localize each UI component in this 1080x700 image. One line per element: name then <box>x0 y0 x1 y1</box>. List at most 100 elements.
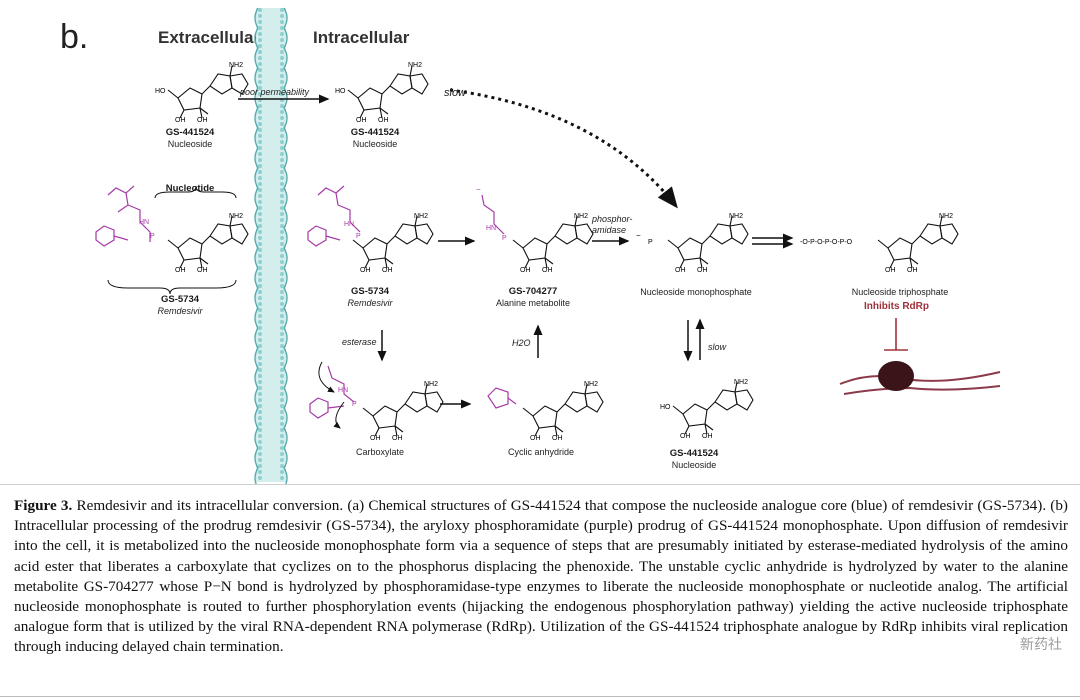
lipid-head <box>280 350 284 354</box>
lipid-head <box>280 476 284 480</box>
lipid-head <box>280 236 284 240</box>
lipid-head <box>280 206 284 210</box>
lipid-head <box>280 170 284 174</box>
lipid-head <box>280 302 284 306</box>
nh2-label: NH2 <box>229 62 243 69</box>
nh2-label: NH2 <box>939 213 953 220</box>
water-label: H2O <box>512 338 531 348</box>
lipid-head <box>280 26 284 30</box>
oh-label: OH <box>697 267 708 274</box>
lipid-head <box>258 242 262 246</box>
oh-label: OH <box>520 267 531 274</box>
lipid-head <box>280 296 284 300</box>
lipid-head <box>258 302 262 306</box>
lipid-head <box>258 362 262 366</box>
lipid-head <box>258 374 262 378</box>
lipid-head <box>280 164 284 168</box>
mol-name: GS-441524 <box>350 127 400 138</box>
mol-gs704277-structure: − HN P OH OH NH2 <box>476 185 594 274</box>
lipid-head <box>280 458 284 462</box>
lipid-head <box>280 440 284 444</box>
oh-label: OH <box>370 435 381 442</box>
lipid-head <box>258 428 262 432</box>
lipid-head <box>258 434 262 438</box>
lipid-head <box>258 170 262 174</box>
lipid-head <box>258 314 262 318</box>
oh-label: OH <box>360 267 371 274</box>
oh-label: OH <box>675 267 686 274</box>
ho-label: HO <box>155 88 166 95</box>
lipid-head <box>280 80 284 84</box>
nucleotide-bracket-label: Nucleotide <box>165 183 215 194</box>
mol-subtitle: Nucleoside <box>352 139 398 149</box>
hn-label: HN <box>338 387 348 394</box>
mol-ntp-structure: -O-P-O-P-O-P-O OH OH NH2 <box>800 213 959 274</box>
lipid-head <box>258 182 262 186</box>
lipid-head <box>280 452 284 456</box>
figure-divider <box>0 484 1080 485</box>
lipid-head <box>280 176 284 180</box>
oh-label: OH <box>702 433 713 440</box>
nh2-label: NH2 <box>734 379 748 386</box>
lipid-head <box>258 344 262 348</box>
lipid-head <box>258 116 262 120</box>
caption-label: Figure 3. <box>14 497 73 514</box>
lipid-head <box>258 188 262 192</box>
lipid-head <box>280 110 284 114</box>
panel-letter: b. <box>60 18 89 56</box>
lipid-head <box>258 92 262 96</box>
mol-nmp-structure: − P OH OH NH2 <box>636 213 749 274</box>
lipid-head <box>280 254 284 258</box>
mol-name: GS-5734 <box>350 286 390 297</box>
inhibits-rdrp-label: Inhibits RdRp <box>864 301 929 312</box>
lipid-head <box>258 248 262 252</box>
lipid-head <box>258 38 262 42</box>
lipid-head <box>280 314 284 318</box>
lipid-head <box>280 404 284 408</box>
lipid-head <box>280 410 284 414</box>
mol-subtitle: Alanine metabolite <box>495 298 571 308</box>
minus-label: − <box>636 231 641 240</box>
mol-name: Nucleoside monophosphate <box>640 287 752 297</box>
lipid-head <box>258 128 262 132</box>
lipid-head <box>258 14 262 18</box>
lipid-head <box>258 356 262 360</box>
mol-subtitle: Nucleoside <box>167 139 213 149</box>
lipid-head <box>258 320 262 324</box>
lipid-head <box>258 416 262 420</box>
lipid-head <box>280 260 284 264</box>
lipid-head <box>280 194 284 198</box>
lipid-head <box>258 470 262 474</box>
arrow-slow-top <box>449 88 678 209</box>
lipid-head <box>258 458 262 462</box>
pathway-diagram: HO OH OH NH2 HO OH OH NH2 HN P OH OH NH2… <box>95 7 1001 484</box>
lipid-head <box>258 44 262 48</box>
watermark-text: 新药社 <box>1020 636 1062 652</box>
oh-label: OH <box>680 433 691 440</box>
lipid-head <box>280 188 284 192</box>
hn-label: HN <box>486 225 496 232</box>
lipid-head <box>280 62 284 66</box>
mol-name: GS-704277 <box>508 286 558 297</box>
mol-subtitle: Nucleoside <box>671 460 717 470</box>
lipid-head <box>280 242 284 246</box>
lipid-head <box>280 152 284 156</box>
lipid-head <box>258 440 262 444</box>
lipid-head <box>258 476 262 480</box>
oh-label: OH <box>885 267 896 274</box>
lipid-head <box>258 422 262 426</box>
lipid-head <box>258 452 262 456</box>
oh-label: OH <box>530 435 541 442</box>
lipid-head <box>258 8 262 12</box>
mol-name: Nucleoside triphosphate <box>851 287 949 297</box>
rdrp-inhibition <box>839 318 1001 395</box>
polymerase-blob <box>878 361 914 391</box>
slow-label-right: slow <box>708 342 727 352</box>
lipid-head <box>258 392 262 396</box>
lipid-head <box>258 404 262 408</box>
mol-gs5734-in-structure: HN P OH OH NH2 <box>307 185 434 274</box>
extracellular-label: Extracellular <box>158 28 261 47</box>
intracellular-label: Intracellular <box>313 28 410 47</box>
lipid-head <box>258 104 262 108</box>
mol-name: Carboxylate <box>355 447 405 457</box>
